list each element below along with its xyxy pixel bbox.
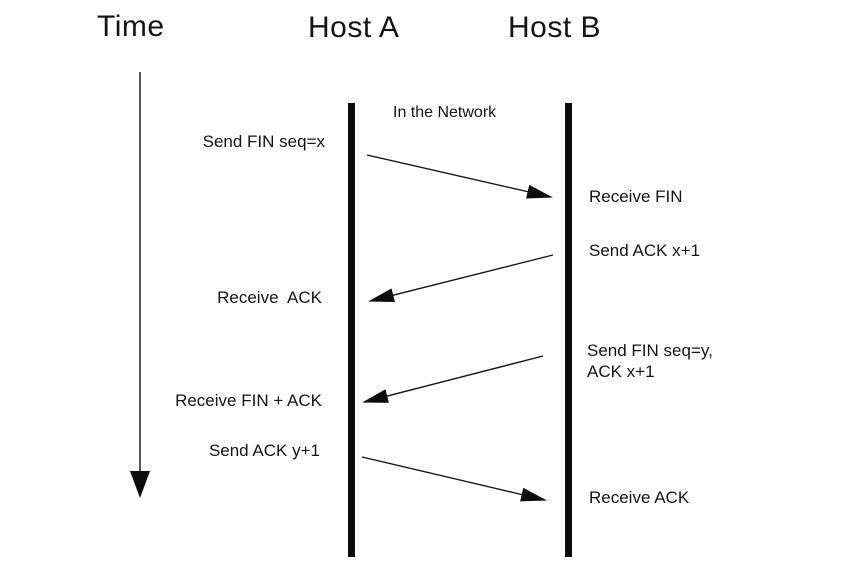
arrow-ack-host-a-to-host-b	[361, 456, 547, 502]
event-send-fin-seq-x: Send FIN seq=x	[202, 132, 325, 151]
arrow-fin-host-a-to-host-b	[366, 154, 553, 199]
event-receive-ack-host-a: Receive ACK	[217, 288, 322, 307]
event-send-fin-seq-y-ack-x1: Send FIN seq=y, ACK x+1	[587, 341, 713, 381]
event-receive-ack-host-b: Receive ACK	[589, 488, 690, 507]
arrow-ack-host-b-to-host-a	[368, 254, 554, 302]
host-a-label: Host A	[308, 11, 400, 44]
event-receive-fin-plus-ack: Receive FIN + ACK	[175, 391, 322, 410]
event-send-ack-x1: Send ACK x+1	[589, 241, 701, 260]
arrow-fin-ack-host-b-to-host-a	[362, 355, 544, 403]
in-the-network-label: In the Network	[393, 104, 497, 121]
time-axis-label: Time	[97, 10, 165, 43]
time-axis-arrowhead-icon	[130, 471, 150, 498]
event-send-ack-y1: Send ACK y+1	[208, 441, 320, 460]
host-b-label: Host B	[508, 11, 602, 44]
event-receive-fin: Receive FIN	[589, 187, 683, 206]
